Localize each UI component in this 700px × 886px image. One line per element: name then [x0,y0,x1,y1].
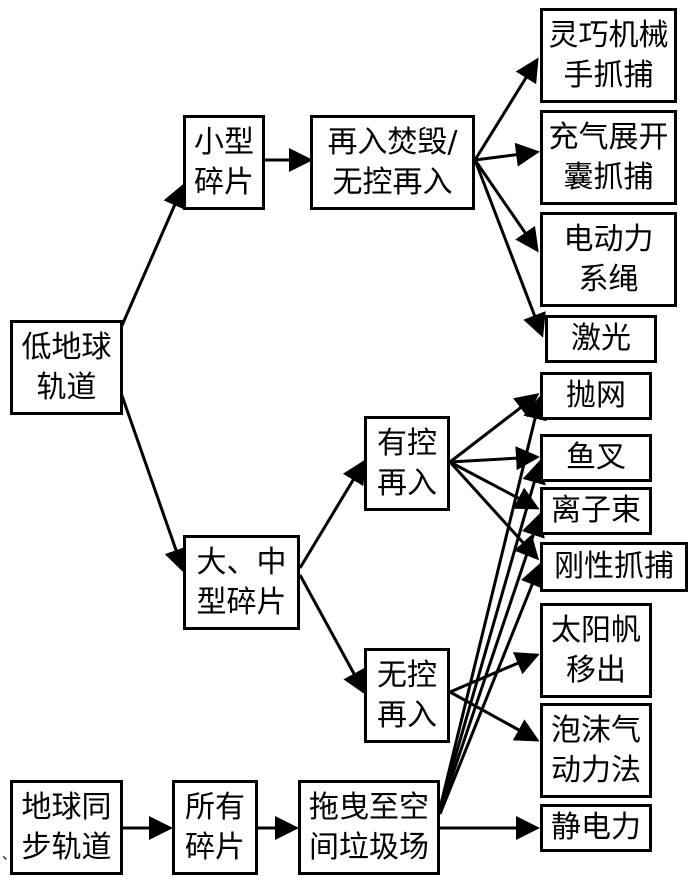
node-graveyard: 拖曳至空 间垃圾场 [298,780,440,875]
arrow-reentry-to-laser [473,159,546,338]
node-reentry-burn: 再入焚毁/ 无控再入 [310,115,475,210]
node-geo: 地球同 步轨道 [10,780,123,875]
node-electrostatic: 静电力 [540,804,652,852]
node-airbag: 充气展开 囊抓捕 [540,110,677,205]
arrow-controlled-to-rigid [448,460,540,561]
arrow-large-to-controlled [298,459,366,569]
arrow-uncontrolled-to-sail [449,652,540,694]
node-controlled-reentry-label: 有控 再入 [377,425,437,501]
node-net: 抛网 [540,372,652,420]
node-electrostatic-label: 静电力 [551,810,641,845]
node-dexterous-arm-label: 灵巧机械 手抓捕 [548,17,669,93]
arrow-reentry-to-airbag [474,142,540,167]
node-ion-beam-label: 离子束 [551,493,641,528]
node-reentry-burn-label: 再入焚毁/ 无控再入 [327,124,458,200]
node-large-medium-label: 大、中 型碎片 [196,544,287,620]
arrow-graveyard-to-rigid [438,562,544,815]
node-rigid-capture: 刚性抓捕 [540,542,688,592]
node-solar-sail: 太阳帆 移出 [540,603,652,698]
node-all-debris-label: 所有 碎片 [185,789,245,865]
arrow-reentry-to-arm [473,57,539,161]
node-edt-label: 电动力 系绳 [563,221,654,297]
node-harpoon: 鱼叉 [540,434,652,482]
node-foam: 泡沫气 动力法 [540,703,652,798]
arrow-controlled-to-ion [449,460,540,510]
arrow-controlled-to-net [449,393,540,464]
node-graveyard-label: 拖曳至空 间垃圾场 [309,789,429,865]
arrow-controlled-to-harpoon [449,446,540,471]
node-harpoon-label: 鱼叉 [566,440,626,475]
node-large-medium: 大、中 型碎片 [183,535,300,630]
arrow-leo-to-small [118,183,186,331]
node-rigid-capture-label: 刚性抓捕 [554,549,674,584]
arrow-large-to-uncontrolled [298,574,366,695]
arrow-graveyard-to-harpoon [438,459,546,811]
arrow-uncontrolled-to-foam [449,690,540,742]
node-small-debris-label: 小型 碎片 [194,124,254,200]
node-controlled-reentry: 有控 再入 [364,416,450,511]
node-airbag-label: 充气展开 囊抓捕 [548,119,669,195]
node-all-debris: 所有 碎片 [172,780,258,875]
arrow-leo-to-large [118,389,188,573]
node-laser-label: 激光 [571,321,631,356]
arrow-reentry-to-edt [473,159,539,253]
node-leo: 低地球 轨道 [10,320,123,415]
node-solar-sail-label: 太阳帆 移出 [551,612,641,688]
node-laser: 激光 [545,315,657,363]
node-small-debris: 小型 碎片 [183,115,265,210]
node-net-label: 抛网 [566,378,626,413]
node-geo-label: 地球同 步轨道 [21,789,112,865]
arrow-graveyard-to-ion [438,512,545,813]
node-ion-beam: 离子束 [540,487,652,535]
node-leo-label: 低地球 轨道 [21,329,112,405]
node-uncontrolled-reentry: 无控 再入 [364,648,450,743]
node-uncontrolled-reentry-label: 无控 再入 [377,657,437,733]
stray-mark: 、 [2,847,16,863]
node-edt: 电动力 系绳 [540,212,677,307]
node-dexterous-arm: 灵巧机械 手抓捕 [540,8,677,103]
node-foam-label: 泡沫气 动力法 [551,712,641,788]
